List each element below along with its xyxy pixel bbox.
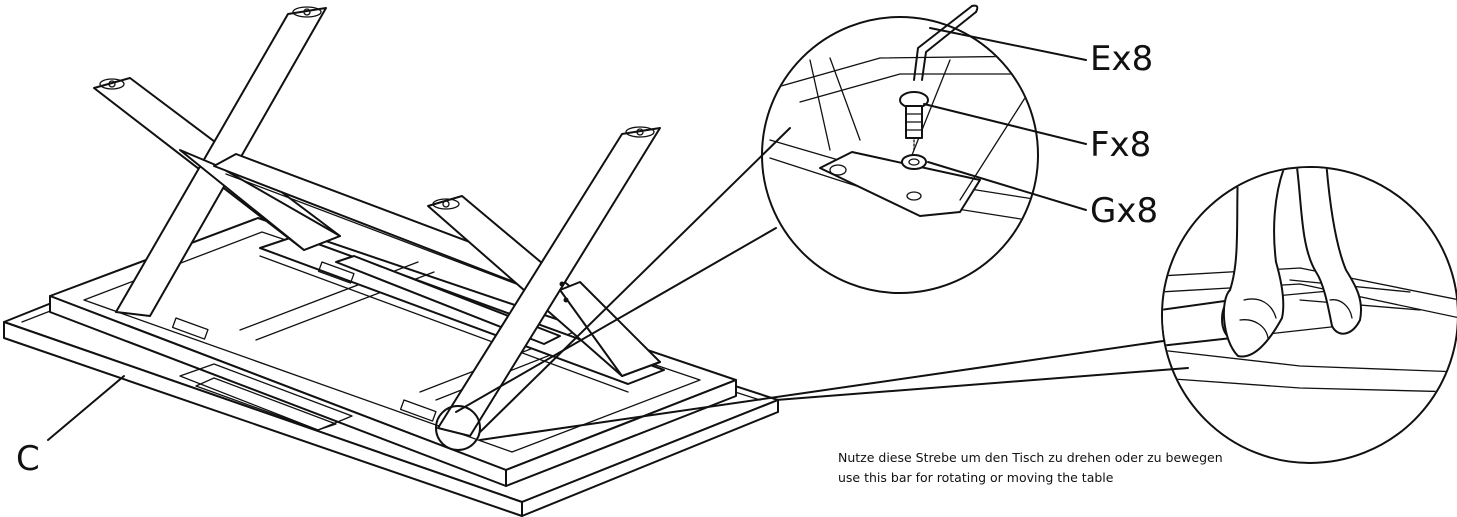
part-e-label: Ex8	[1090, 39, 1154, 79]
detail-screw-view	[455, 4, 1039, 433]
detail-marker-circle	[435, 405, 481, 451]
part-f-label: Fx8	[1090, 125, 1152, 165]
caption-german: Nutze diese Strebe um den Tisch zu drehe…	[838, 450, 1223, 465]
part-e-leader	[929, 27, 1087, 61]
part-c-label: C	[16, 439, 40, 479]
part-g-label: Gx8	[1090, 191, 1159, 231]
part-c-leader	[47, 375, 125, 441]
part-f-leader	[923, 103, 1087, 145]
part-g-leader	[927, 161, 1087, 211]
caption-english: use this bar for rotating or moving the …	[838, 470, 1114, 485]
detail-carry-bar-view	[479, 166, 1457, 464]
right-x-leg	[427, 126, 661, 437]
